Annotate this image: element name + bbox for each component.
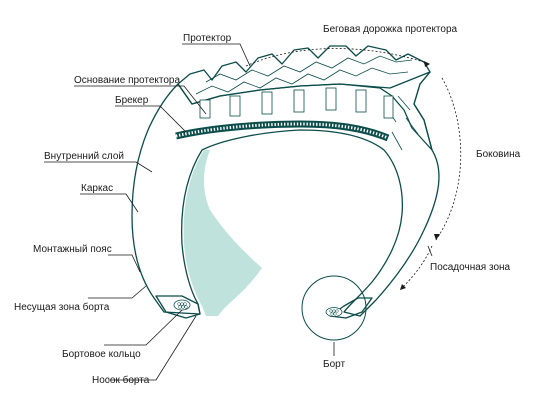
bead-highlight-circle (301, 275, 367, 341)
leader-lines (44, 43, 433, 381)
carcass-ply-right (359, 151, 414, 301)
arc-arrow-2 (434, 234, 440, 240)
label-breaker: Брекер (115, 95, 149, 106)
tread-groove-1 (205, 55, 413, 83)
label-inner-layer: Внутренний слой (44, 151, 124, 162)
bead-wire-right (329, 309, 339, 316)
carcass-ply (139, 127, 171, 301)
label-bead-ring: Бортовое кольцо (62, 349, 141, 360)
tread-groove-2 (195, 67, 409, 95)
breaker-dots (175, 122, 389, 140)
label-seating-zone: Посадочная зона (430, 262, 511, 273)
label-bead-bearing-zone: Несущая зона борта (14, 301, 110, 313)
sidewall-ribs (383, 95, 419, 151)
carcass-ply-inner (165, 139, 197, 303)
label-mounting-belt: Монтажный пояс (33, 244, 112, 255)
arc-arrow-3 (400, 284, 406, 290)
label-bead-toe: Носок борта (92, 374, 150, 386)
label-tread: Протектор (183, 33, 232, 44)
label-sidewall: Боковина (476, 149, 521, 160)
label-carcass: Каркас (81, 183, 113, 194)
tread-surface (177, 45, 433, 151)
bead-left (155, 295, 201, 319)
seating-zone-arc (399, 245, 433, 291)
label-bead: Борт (323, 359, 345, 370)
label-tread-track: Беговая дорожка протектора (323, 24, 458, 35)
bead-right (329, 297, 373, 319)
sidewall-arc (435, 77, 462, 241)
label-tread-base: Основание протектора (74, 75, 180, 86)
tread-blocks (199, 87, 394, 119)
bead-wire-left (177, 302, 188, 309)
tread-track-arc (245, 48, 431, 67)
tire-body (131, 71, 440, 317)
inner-liner-fill (183, 150, 262, 316)
arc-arrow-1 (424, 61, 430, 67)
